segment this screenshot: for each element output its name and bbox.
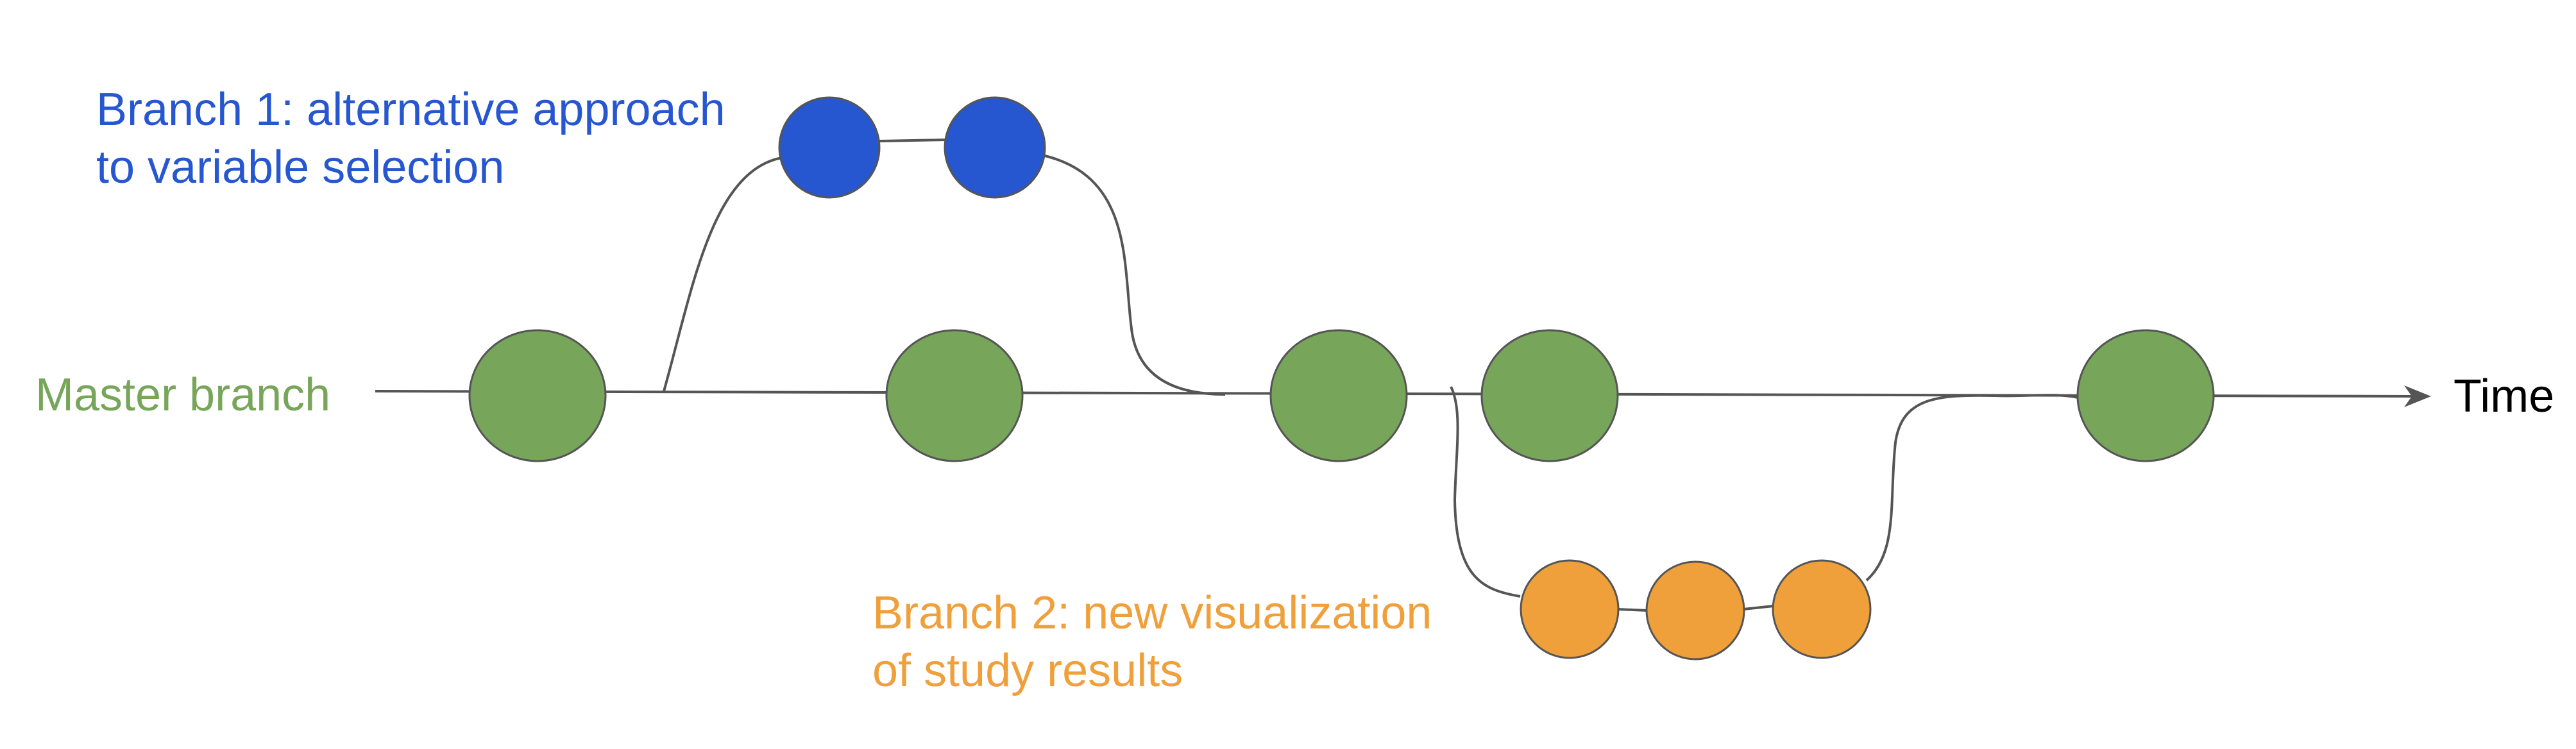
- branch1-fork-edge: [663, 156, 786, 392]
- master-branch-label: Master branch: [35, 369, 330, 421]
- branch2-label-line1: Branch 2: new visualization: [872, 587, 1432, 639]
- master-commit-3: [1269, 329, 1408, 462]
- master-commit-5: [2076, 329, 2215, 462]
- branch2-inner-edge-1: [1617, 608, 1648, 612]
- master-commit-2: [885, 329, 1024, 462]
- branch1-label-line1: Branch 1: alternative approach: [96, 84, 725, 135]
- branch2-commit-1: [1520, 559, 1620, 659]
- branch2-commit-3: [1772, 559, 1872, 659]
- branch2-label-line2: of study results: [872, 645, 1183, 696]
- time-axis-label: Time: [2453, 371, 2554, 422]
- branch1-merge-edge: [1042, 154, 1226, 396]
- branch1-commit-2: [944, 96, 1046, 199]
- branch2-inner-edge-2: [1743, 605, 1774, 610]
- branch1-label-line2: to variable selection: [96, 142, 504, 193]
- branch2-merge-edge: [1865, 394, 2079, 582]
- branch2-fork-edge: [1450, 386, 1521, 598]
- branch1-commit-1: [778, 96, 881, 199]
- master-commit-4: [1480, 329, 1619, 462]
- time-arrowhead: [2404, 385, 2431, 407]
- branch2-commit-2: [1645, 560, 1745, 661]
- master-commit-1: [468, 329, 607, 462]
- branch1-inner-edge: [878, 139, 947, 142]
